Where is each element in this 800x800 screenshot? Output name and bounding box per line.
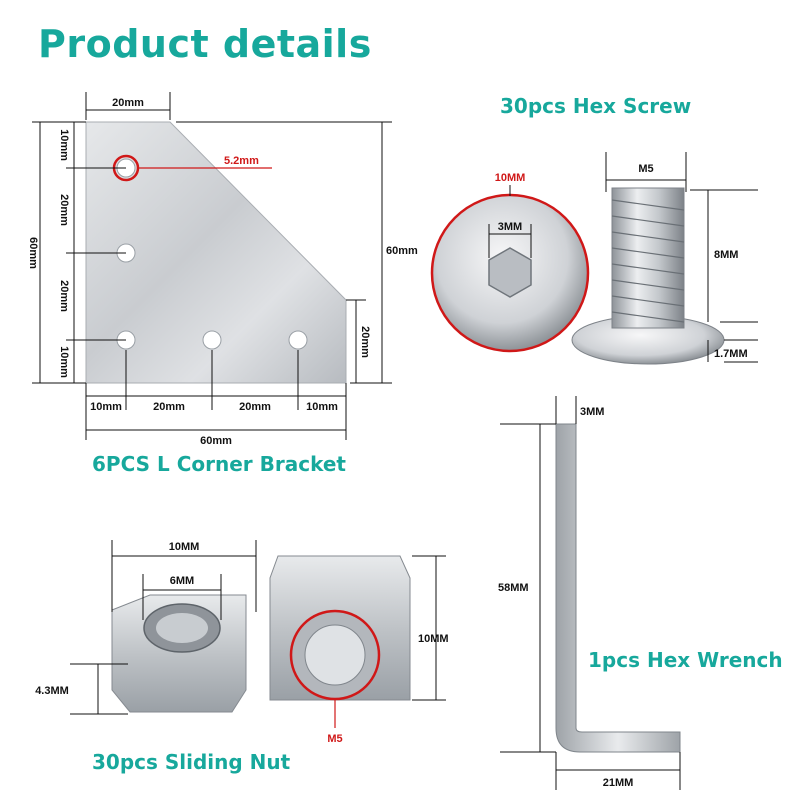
dim-wrench-size: 3MM (580, 406, 604, 418)
dim-screw-head-height: 1.7MM (714, 348, 748, 360)
dim-bracket-hole: 5.2mm (224, 155, 259, 167)
dim-wrench-long: 58MM (498, 582, 529, 594)
dim-bracket-v2: 20mm (58, 194, 70, 226)
dim-bracket-b4: 10mm (306, 401, 338, 413)
dim-bracket-b2: 20mm (153, 401, 185, 413)
dim-bracket-right-total: 60mm (386, 245, 418, 257)
dim-nut-length: 10MM (418, 633, 449, 645)
dim-bracket-top: 20mm (112, 97, 144, 109)
dim-screw-thread: M5 (638, 163, 653, 175)
wrench-label: 1pcs Hex Wrench (588, 648, 783, 672)
hex-socket (488, 247, 532, 298)
hex-wrench-drawing: 3MM 58MM 21MM (498, 396, 681, 790)
page-title: Product details (38, 22, 372, 66)
dim-bracket-v1: 10mm (58, 129, 70, 161)
dim-wrench-short: 21MM (603, 777, 634, 789)
dim-bracket-v3: 20mm (58, 280, 70, 312)
dim-bracket-right-small: 20mm (359, 326, 371, 358)
dim-screw-length: 8MM (714, 249, 738, 261)
nut-label: 30pcs Sliding Nut (92, 750, 291, 774)
dim-nut-height: 4.3MM (35, 685, 69, 697)
hex-wrench (555, 423, 681, 753)
dim-nut-thread: M5 (327, 733, 342, 745)
bracket-label: 6PCS L Corner Bracket (92, 452, 346, 476)
dim-bracket-bottom-total: 60mm (200, 435, 232, 447)
dim-bracket-v4: 10mm (58, 346, 70, 378)
dim-screw-head: 10MM (495, 172, 526, 184)
bracket-hole (288, 330, 308, 350)
corner-bracket-drawing: 20mm 5.2mm 60mm 10mm 20mm 20mm 10mm 60mm… (27, 92, 418, 447)
dim-nut-width: 10MM (169, 541, 200, 553)
bracket-hole (202, 330, 222, 350)
dim-bracket-b1: 10mm (90, 401, 122, 413)
dim-bracket-left-total: 60mm (27, 237, 39, 269)
hex-screw-drawing: 10MM 3MM M5 8MM 1.7MM (430, 152, 758, 365)
dim-nut-hole: 6MM (170, 575, 194, 587)
dim-bracket-b3: 20mm (239, 401, 271, 413)
dim-screw-socket: 3MM (498, 221, 522, 233)
sliding-nut-drawing: 10MM 6MM 4.3MM 10MM M5 (35, 540, 449, 745)
screw-label: 30pcs Hex Screw (500, 94, 692, 118)
